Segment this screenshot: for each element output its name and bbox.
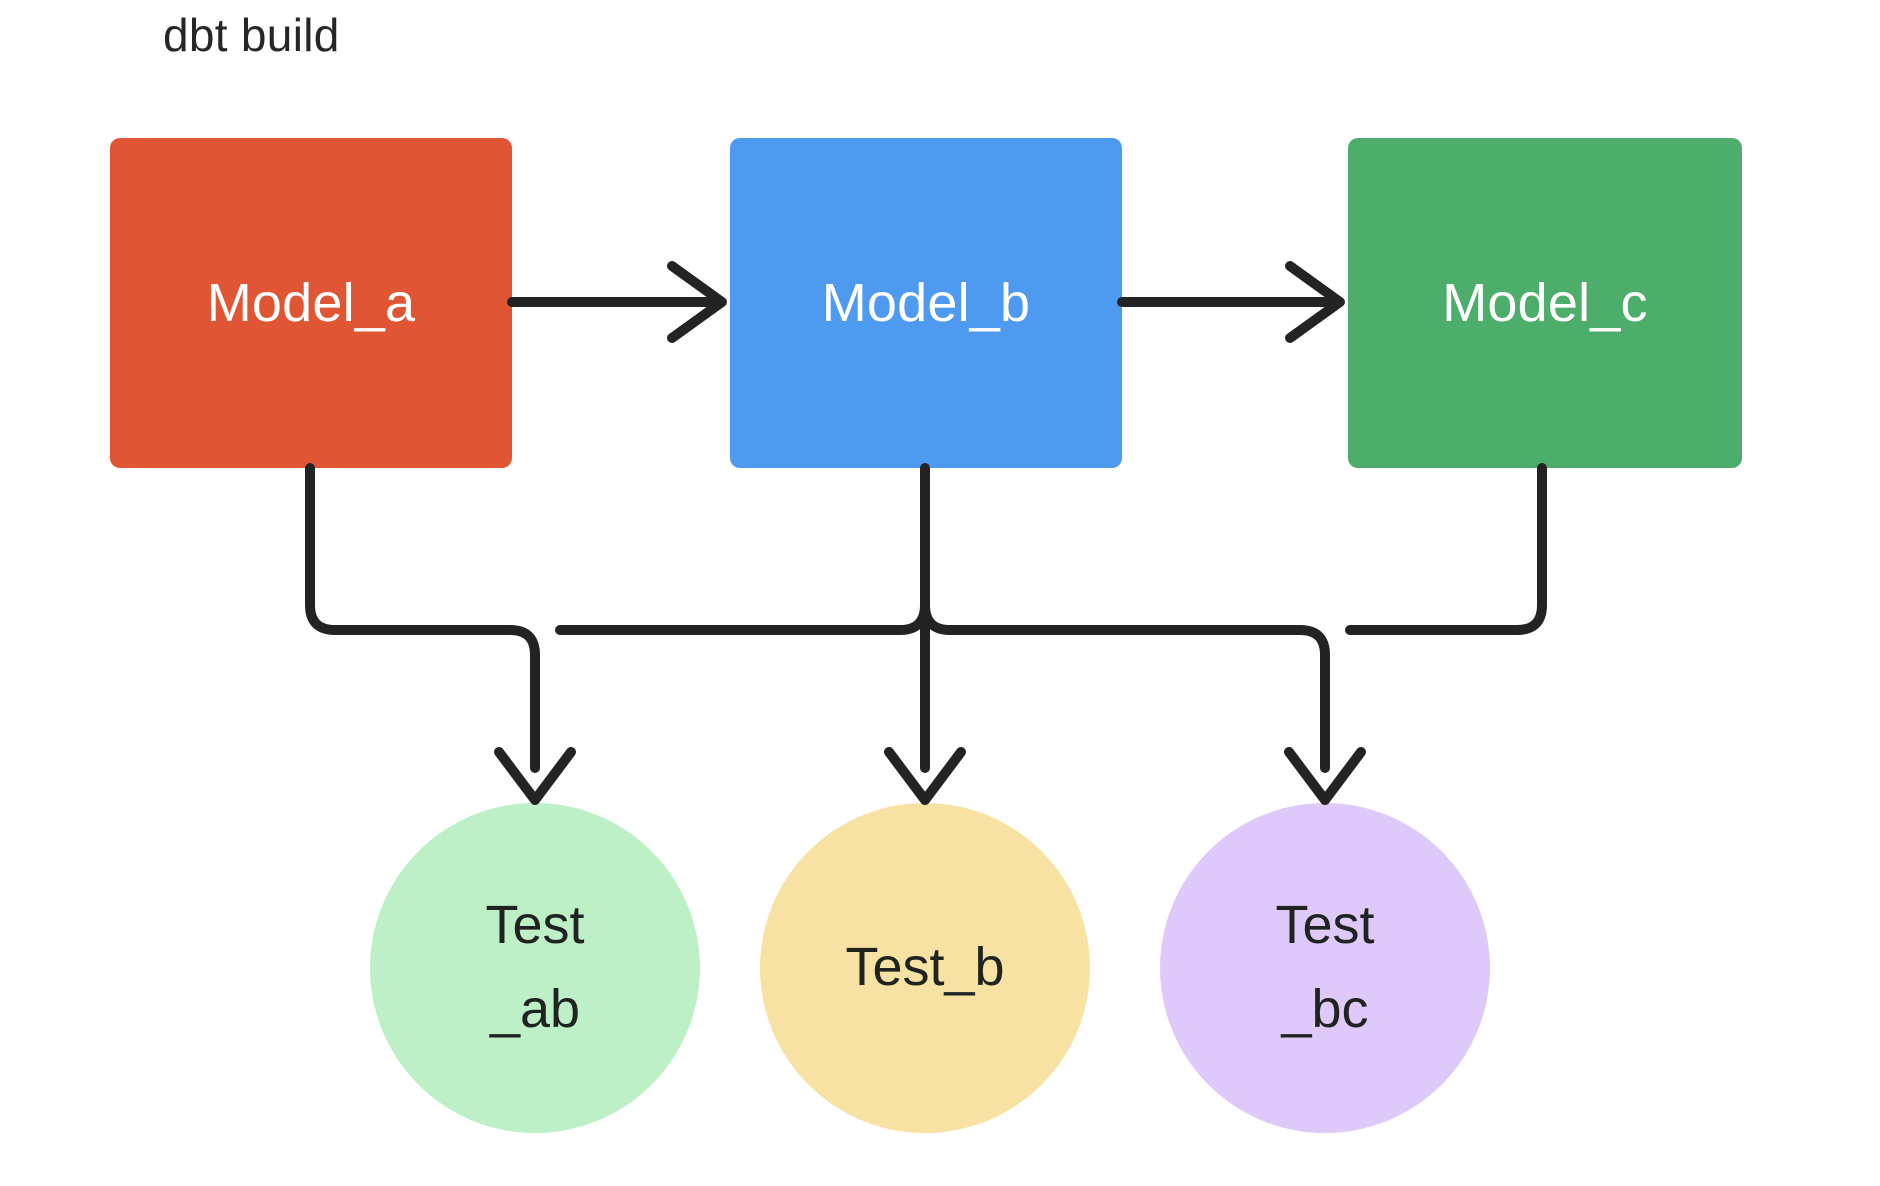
node-model-b-shape[interactable] <box>730 138 1122 468</box>
node-model-a-shape[interactable] <box>110 138 512 468</box>
edge-model-a-to-model-b-arrowhead <box>667 261 727 343</box>
edge-model-a-to-test-ab-arrowhead <box>494 747 576 805</box>
edge-model-b-to-test-bc-arrowhead <box>1284 747 1366 805</box>
node-test-bc-shape[interactable] <box>1160 803 1490 1133</box>
edge-model-b-to-model-c-arrowhead <box>1285 261 1345 343</box>
node-test-b-shape[interactable] <box>760 803 1090 1133</box>
diagram-title: dbt build <box>163 9 340 61</box>
edge-model-b-to-test-bc <box>920 600 1330 773</box>
node-test-ab-shape[interactable] <box>370 803 700 1133</box>
node-model-c-shape[interactable] <box>1348 138 1742 468</box>
edge-model-b-to-test-b-arrowhead <box>884 747 966 805</box>
edge-model-c-to-test-bc <box>1345 463 1547 635</box>
edge-model-b-to-test-ab <box>555 600 930 635</box>
edge-model-a-to-test-ab <box>305 463 540 773</box>
